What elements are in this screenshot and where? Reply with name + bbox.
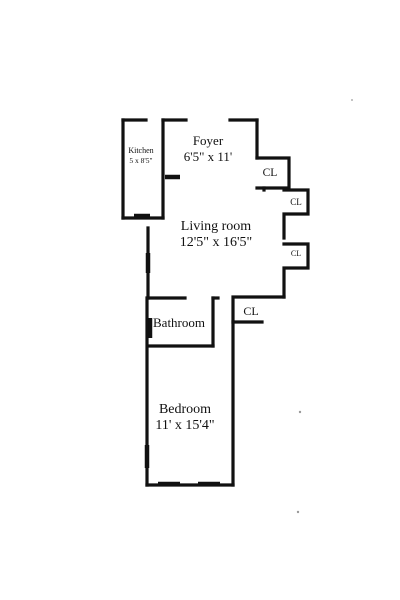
foyer-closet-walls xyxy=(255,156,291,190)
living-closet-lower-label: CL xyxy=(291,249,301,258)
hall-closet-walls xyxy=(231,295,286,324)
foyer-name: Foyer xyxy=(193,133,224,148)
foyer-dims: 6'5" x 11' xyxy=(184,149,233,164)
foyer-closet-label: CL xyxy=(263,167,278,179)
hall-closet-label: CL xyxy=(243,304,258,318)
living-room-name: Living room xyxy=(181,219,251,234)
bedroom-name: Bedroom xyxy=(159,402,211,417)
bedroom-dims: 11' x 15'4" xyxy=(155,418,214,433)
kitchen-name: Kitchen xyxy=(128,146,153,155)
living-closet-upper-walls xyxy=(282,188,310,240)
living-closet-upper-label: CL xyxy=(290,197,302,207)
walls xyxy=(121,118,310,487)
bathroom-name: Bathroom xyxy=(153,315,205,330)
kitchen-dims: 5 x 8'5" xyxy=(129,156,152,165)
living-room-dims: 12'5" x 16'5" xyxy=(180,235,252,250)
scan-specks xyxy=(296,99,353,514)
room-labels: Kitchen 5 x 8'5" Foyer 6'5" x 11' CL CL … xyxy=(128,133,301,433)
living-closet-lower-walls xyxy=(282,242,310,299)
